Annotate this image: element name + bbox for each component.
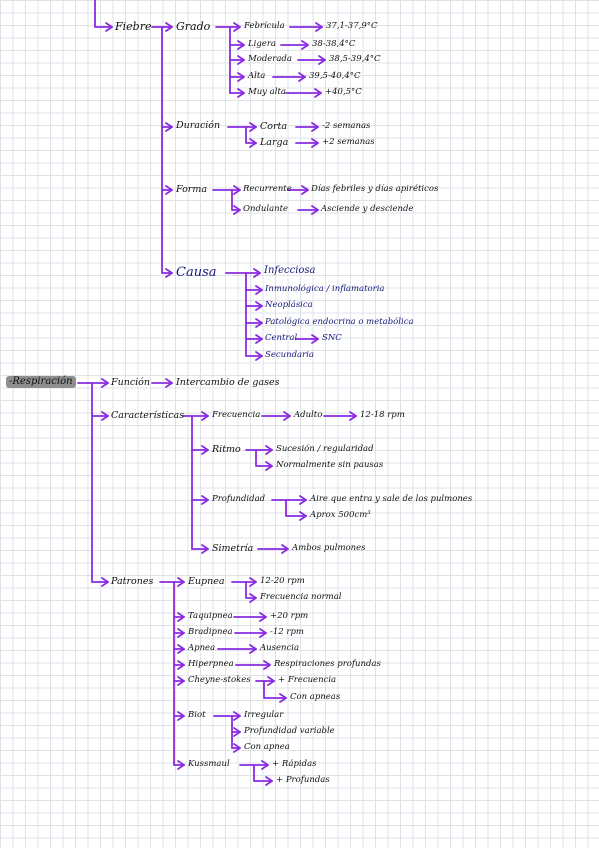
fiebre-label: Fiebre [115, 20, 152, 33]
respiracion-label: -Respiración [6, 376, 76, 388]
grado-label: Grado [176, 20, 211, 33]
cheyne-stokes-label: Cheyne-stokes [188, 675, 251, 685]
grado-item-value: 38-38,4°C [312, 39, 356, 49]
apnea-label: Apnea [188, 643, 216, 653]
forma-item-label: Ondulante [243, 204, 289, 214]
taquipnea-value: +20 rpm [270, 611, 309, 621]
apnea-value: Ausencia [260, 643, 300, 653]
duracion-label: Duración [176, 120, 221, 131]
frecuencia-label: Frecuencia [212, 410, 261, 420]
hiperpnea-label: Hiperpnea [188, 659, 234, 669]
eupnea-item: Frecuencia normal [260, 592, 342, 602]
causa-item: Secundaria [265, 350, 314, 360]
grado-item-value: 37,1-37,9°C [326, 21, 378, 31]
causa-item: Inmunológica / inflamatoria [265, 284, 385, 294]
causa-item: Infecciosa [264, 265, 316, 276]
forma-label: Forma [176, 184, 208, 195]
funcion-value: Intercambio de gases [176, 377, 280, 388]
ritmo-label: Ritmo [212, 444, 241, 455]
cheyne-item: + Frecuencia [278, 675, 337, 685]
eupnea-label: Eupnea [188, 576, 225, 587]
frecuencia-value: 12-18 rpm [360, 410, 405, 420]
grado-item-value: 39,5-40,4°C [309, 71, 361, 81]
causa-item: Central [265, 333, 298, 343]
biot-label: Biot [188, 710, 206, 720]
causa-central-value: SNC [322, 333, 342, 343]
kussmaul-label: Kussmaul [188, 759, 230, 769]
forma-item-value: Días febriles y días apiréticos [311, 184, 439, 194]
grado-item-label: Alta [248, 71, 266, 81]
frecuencia-sub: Adulto [294, 410, 323, 420]
kussmaul-item: + Rápidas [272, 759, 317, 769]
causa-label: Causa [176, 265, 217, 280]
hiperpnea-value: Respiraciones profundas [274, 659, 381, 669]
patrones-label: Patrones [111, 576, 154, 587]
grado-item-label: Muy alta [248, 87, 286, 97]
simetria-label: Simetría [212, 543, 254, 554]
biot-item: Profundidad variable [244, 726, 335, 736]
grado-item-label: Febrícula [244, 21, 285, 31]
duracion-item-value: +2 semanas [322, 137, 375, 147]
grado-item-label: Moderada [248, 54, 292, 64]
duracion-item-value: -2 semanas [322, 121, 371, 131]
funcion-label: Función [111, 377, 151, 388]
duracion-item-label: Corta [260, 121, 288, 132]
ritmo-item: Normalmente sin pausas [276, 460, 384, 470]
profundidad-item: Aprox 500cm³ [310, 510, 371, 520]
forma-item-value: Asciende y desciende [321, 204, 414, 214]
causa-item: Patológica endocrina o metabólica [265, 317, 414, 327]
bradipnea-value: -12 rpm [270, 627, 304, 637]
duracion-item-label: Larga [260, 137, 289, 148]
kussmaul-item: + Profundas [276, 775, 330, 785]
taquipnea-label: Taquipnea [188, 611, 233, 621]
simetria-value: Ambos pulmones [292, 543, 366, 553]
grado-item-value: 38,5-39,4°C [329, 54, 381, 64]
causa-item: Neoplásica [265, 300, 313, 310]
biot-item: Con apnea [244, 742, 290, 752]
eupnea-item: 12-20 rpm [260, 576, 305, 586]
bradipnea-label: Bradipnea [188, 627, 233, 637]
profundidad-item: Aire que entra y sale de los pulmones [310, 494, 473, 504]
caracteristicas-label: Características [111, 410, 185, 421]
grado-item-value: +40,5°C [325, 87, 362, 97]
cheyne-item: Con apneas [290, 692, 341, 702]
forma-item-label: Recurrente [243, 184, 292, 194]
biot-item: Irregular [244, 710, 284, 720]
grado-item-label: Ligera [248, 39, 276, 49]
ritmo-item: Sucesión / regularidad [276, 444, 374, 454]
profundidad-label: Profundidad [212, 494, 266, 504]
